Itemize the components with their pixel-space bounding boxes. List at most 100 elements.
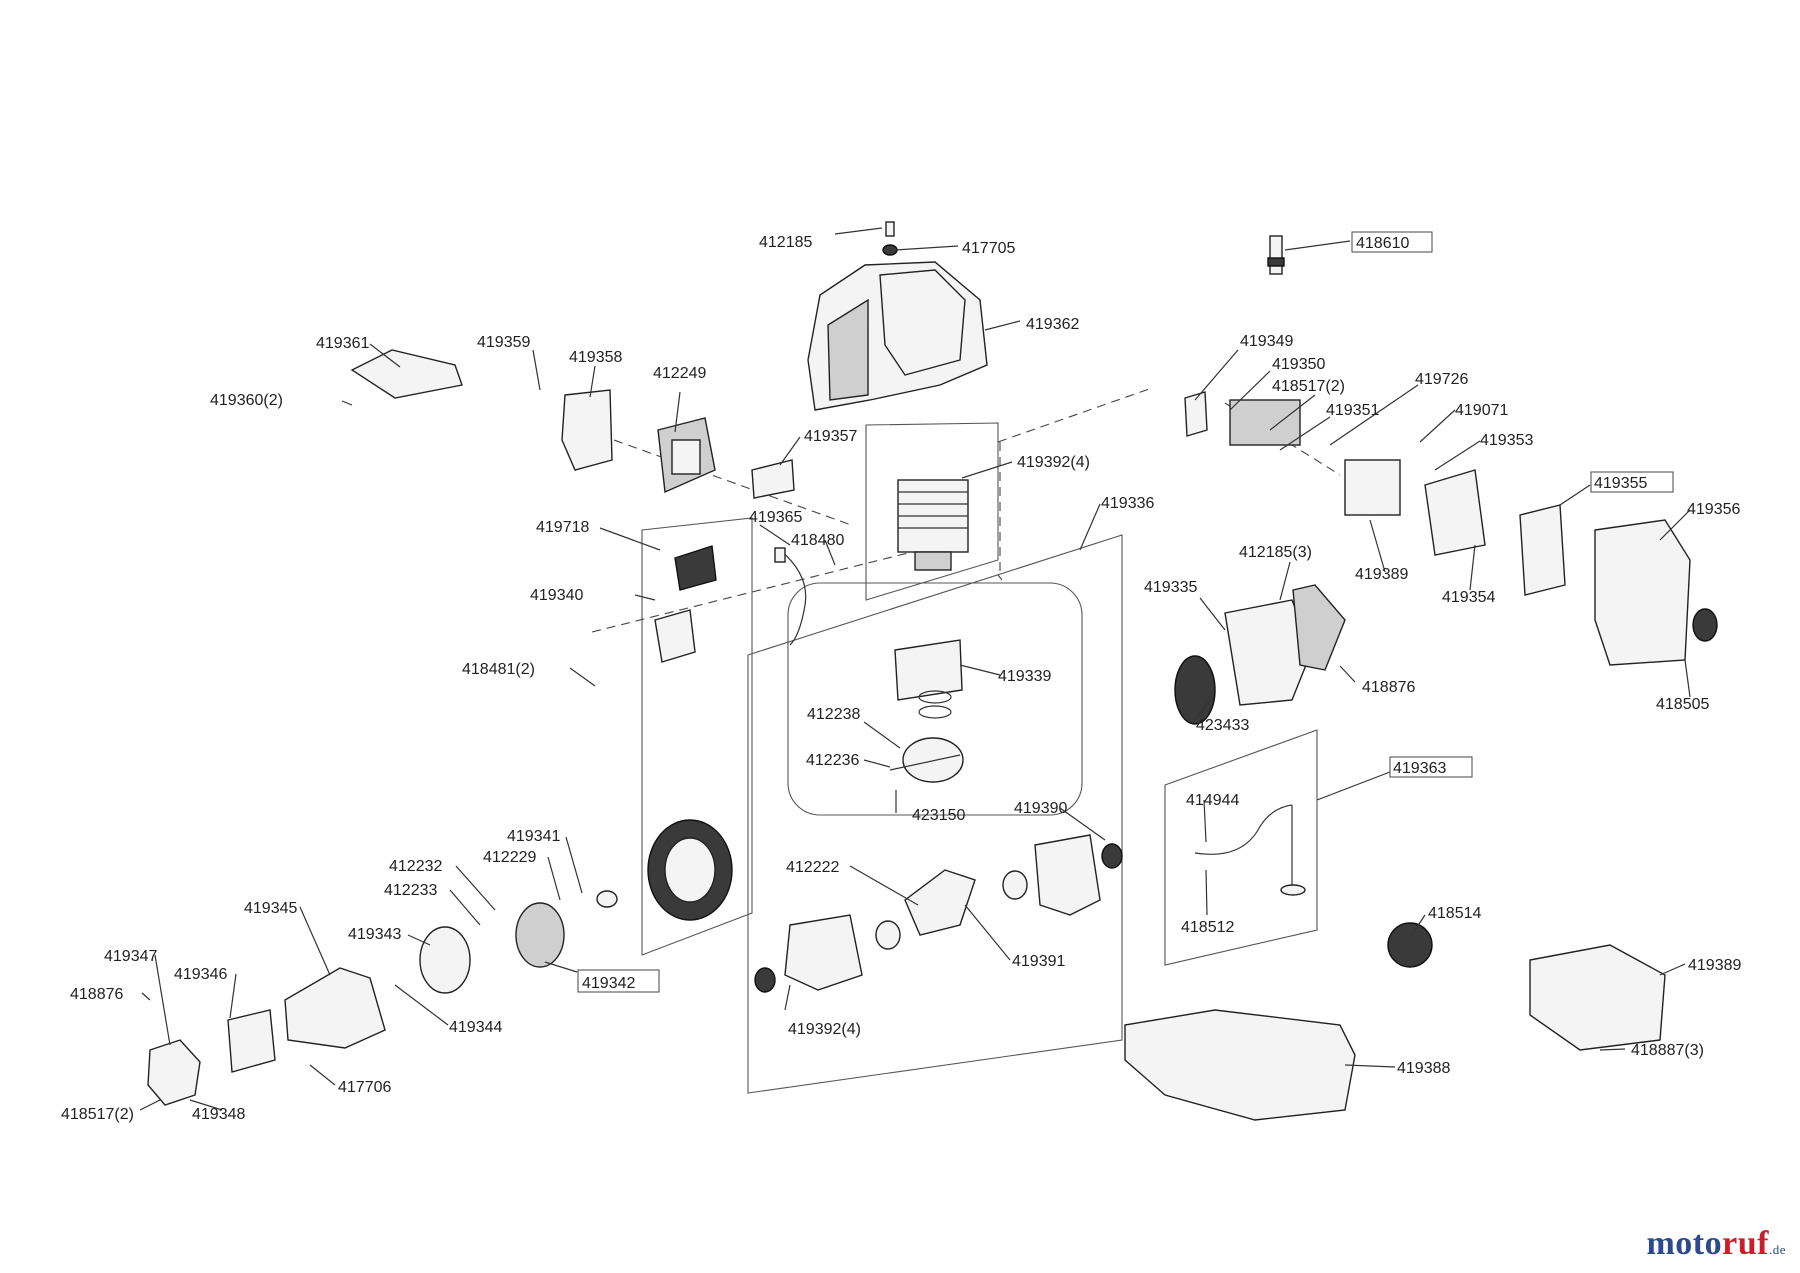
part-label: 419390 <box>1014 800 1067 817</box>
part-label: 419336 <box>1101 495 1154 512</box>
part-label: 419340 <box>530 587 583 604</box>
clutch-assembly <box>419 890 618 994</box>
flywheel <box>647 819 733 921</box>
starter-housing <box>1224 584 1346 706</box>
part-label: 418517(2) <box>1272 378 1345 395</box>
label-boxes <box>577 231 1674 993</box>
carburetor <box>1184 391 1401 516</box>
part-label: 418505 <box>1656 696 1709 713</box>
part-label: 412232 <box>389 858 442 875</box>
part-label: 423150 <box>912 807 965 824</box>
part-label: 419360(2) <box>210 392 283 409</box>
part-label: 418481(2) <box>462 661 535 678</box>
part-label-boxed: 419342 <box>582 975 635 992</box>
part-label: 412233 <box>384 882 437 899</box>
brand-logo-part2: ruf <box>1722 1225 1769 1262</box>
part-label: 419071 <box>1455 402 1508 419</box>
part-label: 419389 <box>1355 566 1408 583</box>
muffler-guard <box>350 349 613 471</box>
part-label: 412229 <box>483 849 536 866</box>
part-labels: 412185 417705 418610 419362 419361 41935… <box>61 234 1741 1123</box>
part-label: 418887(3) <box>1631 1042 1704 1059</box>
part-label: 419335 <box>1144 579 1197 596</box>
part-label: 419346 <box>174 966 227 983</box>
part-label-boxed: 419355 <box>1594 475 1647 492</box>
part-label: 419351 <box>1326 402 1379 419</box>
group-frames <box>641 422 1318 1094</box>
air-filter-element <box>1519 504 1566 596</box>
fuel-cap <box>1387 922 1433 968</box>
part-label: 418514 <box>1428 905 1481 922</box>
part-label: 419359 <box>477 334 530 351</box>
part-label: 419350 <box>1272 356 1325 373</box>
part-label: 419341 <box>507 828 560 845</box>
part-label: 412249 <box>653 365 706 382</box>
part-label: 412222 <box>786 859 839 876</box>
fuel-tank <box>1124 1009 1356 1121</box>
part-label: 419392(4) <box>788 1021 861 1038</box>
part-label: 419343 <box>348 926 401 943</box>
part-label: 414944 <box>1186 792 1239 809</box>
part-label: 417705 <box>962 240 1015 257</box>
part-label: 419354 <box>1442 589 1495 606</box>
part-label: 419718 <box>536 519 589 536</box>
part-label: 419361 <box>316 335 369 352</box>
part-label: 412185(3) <box>1239 544 1312 561</box>
crankcase-half-left <box>754 914 863 993</box>
part-label: 418512 <box>1181 919 1234 936</box>
cylinder <box>897 479 969 571</box>
crankshaft <box>875 869 1028 950</box>
starter-pulley <box>1174 655 1216 725</box>
shaft-clamp <box>147 1039 201 1106</box>
clutch-housing <box>227 967 386 1073</box>
brand-logo-domain: .de <box>1768 1242 1786 1257</box>
engine-cover-shroud <box>807 261 988 411</box>
cylinder-gasket <box>894 639 963 719</box>
part-label: 418876 <box>70 986 123 1003</box>
part-label: 419344 <box>449 1019 502 1036</box>
part-label: 419392(4) <box>1017 454 1090 471</box>
fuel-line <box>1194 804 1306 896</box>
muffler <box>657 417 716 494</box>
part-label: 419358 <box>569 349 622 366</box>
part-label: 418876 <box>1362 679 1415 696</box>
part-label: 419362 <box>1026 316 1079 333</box>
part-label: 419348 <box>192 1106 245 1123</box>
part-label: 419391 <box>1012 953 1065 970</box>
air-filter-cover <box>1594 519 1718 666</box>
bolt-and-washer <box>882 221 898 256</box>
air-filter-base <box>1424 469 1486 556</box>
crankcase-half-right <box>1034 834 1123 916</box>
part-label: 419349 <box>1240 333 1293 350</box>
brand-logo[interactable]: motoruf.de <box>1646 1225 1786 1263</box>
part-label: 418517(2) <box>61 1106 134 1123</box>
part-label: 418480 <box>791 532 844 549</box>
tank-bracket <box>1529 944 1666 1051</box>
ignition-coil <box>654 545 717 663</box>
part-label: 412236 <box>806 752 859 769</box>
part-label: 412238 <box>807 706 860 723</box>
part-label: 419353 <box>1480 432 1533 449</box>
part-label: 419365 <box>749 509 802 526</box>
part-label: 419357 <box>804 428 857 445</box>
part-label: 419726 <box>1415 371 1468 388</box>
part-label: 419345 <box>244 900 297 917</box>
part-label: 419389 <box>1688 957 1741 974</box>
part-label: 412185 <box>759 234 812 251</box>
brand-logo-part1: moto <box>1646 1225 1723 1262</box>
part-label: 419347 <box>104 948 157 965</box>
part-label: 419388 <box>1397 1060 1450 1077</box>
part-label-boxed: 419363 <box>1393 760 1446 777</box>
part-label: 423433 <box>1196 717 1249 734</box>
part-label: 419356 <box>1687 501 1740 518</box>
wire-harness <box>774 547 807 646</box>
gasket-plate <box>751 459 795 499</box>
part-label: 417706 <box>338 1079 391 1096</box>
part-label-boxed: 418610 <box>1356 235 1409 252</box>
leader-lines <box>139 227 1691 1111</box>
spark-plug <box>1267 235 1285 275</box>
piston <box>889 737 964 783</box>
part-label: 419339 <box>998 668 1051 685</box>
